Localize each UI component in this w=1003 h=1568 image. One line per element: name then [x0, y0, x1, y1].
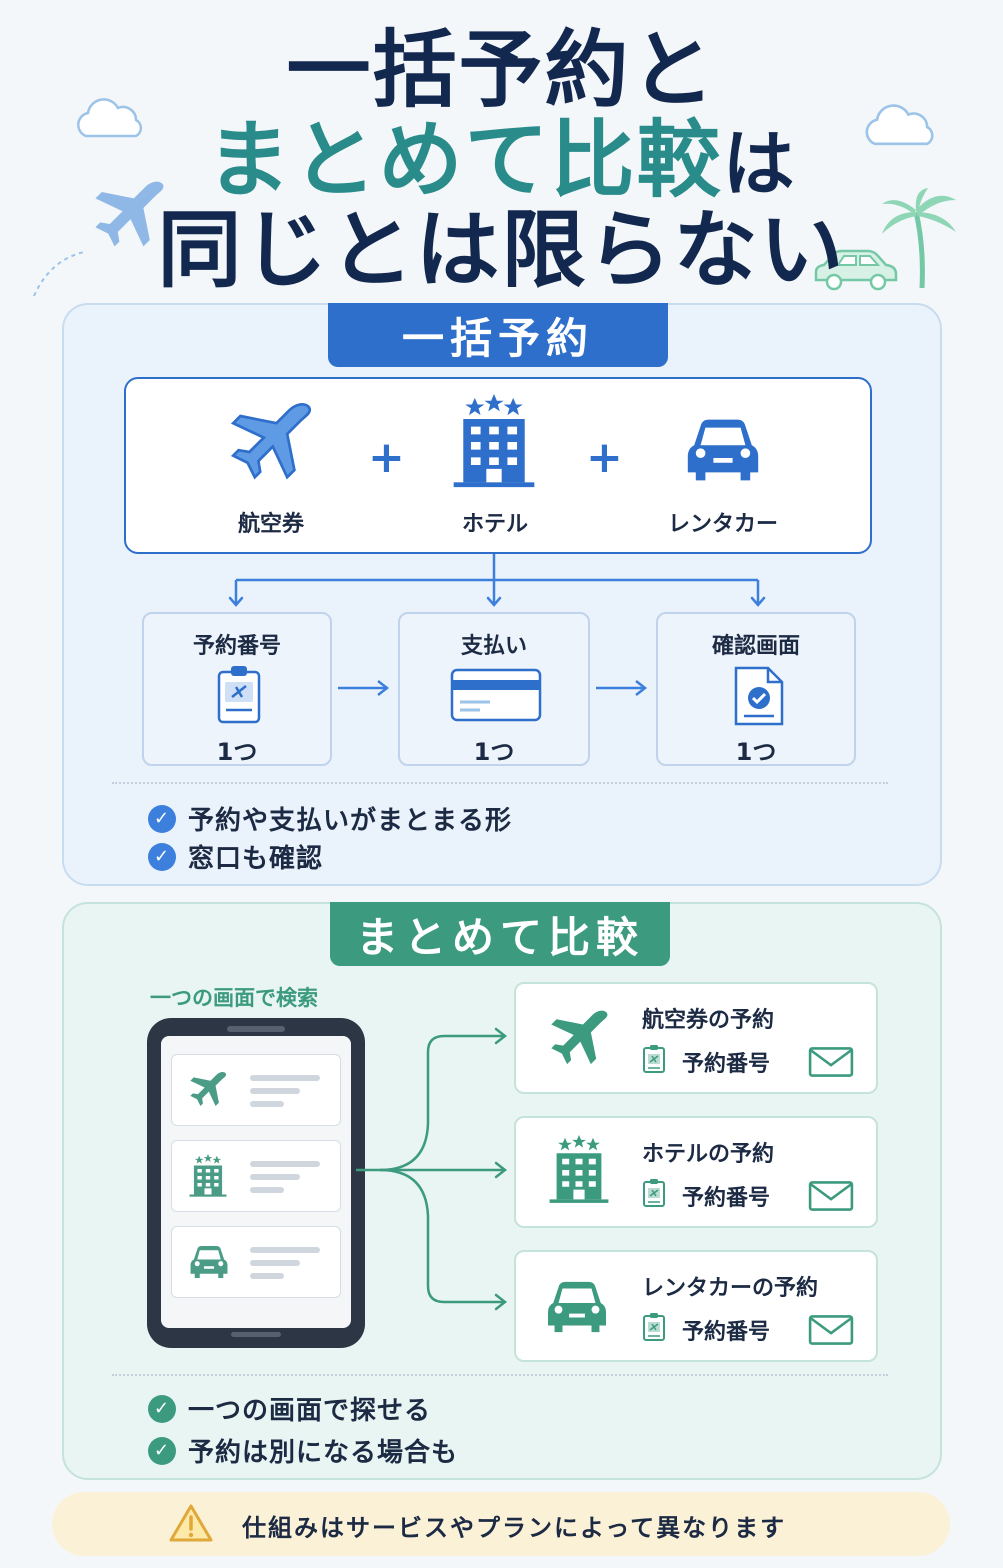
page-title-line-2: まとめて比較は — [0, 118, 1003, 202]
ticket-icon — [642, 1178, 666, 1208]
phone-list-item — [171, 1226, 341, 1298]
result-title: 航空券の予約 — [642, 1008, 775, 1033]
cloud-icon — [865, 104, 934, 146]
bulk-booking-heading: 一括予約 — [328, 303, 668, 367]
step-payment: 支払い 1つ — [398, 612, 590, 766]
compare-check-item: ✓ 予約は別になる場合も — [148, 1432, 458, 1469]
ticket-icon — [642, 1044, 666, 1074]
ticket-icon — [217, 666, 261, 724]
result-hotel-booking: ホテルの予約 予約番号 — [514, 1116, 878, 1228]
phone-list-item — [171, 1140, 341, 1212]
step-count: 1つ — [473, 738, 515, 766]
bulk-check-item: ✓ 予約や支払いがまとまる形 — [148, 800, 512, 837]
car-icon — [670, 410, 776, 490]
phone-screen — [161, 1036, 351, 1328]
title-highlight: まとめて比較 — [206, 111, 723, 209]
car-icon — [814, 249, 898, 291]
compare-check-item: ✓ 一つの画面で探せる — [148, 1390, 431, 1427]
warning-icon — [169, 1504, 213, 1542]
document-check-icon — [734, 666, 784, 726]
hotel-icon — [186, 1151, 230, 1201]
step-count: 1つ — [216, 738, 258, 766]
ticket-icon — [642, 1312, 666, 1342]
step-count: 1つ — [735, 738, 777, 766]
search-on-one-screen-label: 一つの画面で検索 — [150, 986, 318, 1010]
car-icon — [538, 1274, 616, 1340]
check-icon: ✓ — [148, 1436, 176, 1465]
step-booking-number: 予約番号 1つ — [142, 612, 332, 766]
page-title-line-1: 一括予約と — [286, 21, 717, 119]
result-booking-number: 予約番号 — [682, 1052, 771, 1077]
step-confirmation-screen: 確認画面 1つ — [656, 612, 856, 766]
plus-sign: + — [368, 432, 405, 483]
compare-heading: まとめて比較 — [330, 902, 670, 966]
step-title: 予約番号 — [192, 634, 281, 659]
envelope-icon — [808, 1046, 854, 1078]
cloud-icon — [77, 98, 143, 138]
result-booking-number: 予約番号 — [682, 1186, 771, 1211]
divider — [112, 782, 888, 784]
step-title: 支払い — [460, 634, 527, 659]
phone-list-item — [171, 1054, 341, 1126]
page-title-line-3: 同じとは限らない — [157, 201, 846, 299]
arrow-right-icon — [596, 680, 648, 696]
credit-card-icon — [450, 668, 542, 722]
airplane-icon — [216, 398, 326, 488]
check-icon: ✓ — [148, 804, 176, 833]
airplane-icon — [186, 1069, 230, 1111]
bulk-check-item: ✓ 窓口も確認 — [148, 838, 323, 875]
result-flight-booking: 航空券の予約 予約番号 — [514, 982, 878, 1094]
title-particle: は — [722, 122, 797, 206]
flight-path-decoration — [33, 251, 85, 297]
split-connector — [356, 1027, 508, 1311]
smartphone-illustration — [147, 1018, 365, 1348]
plus-sign: + — [586, 432, 623, 483]
car-icon — [184, 1241, 234, 1283]
result-booking-number: 予約番号 — [682, 1320, 771, 1345]
hotel-icon — [544, 1130, 614, 1210]
palm-tree-icon — [882, 188, 956, 289]
envelope-icon — [808, 1180, 854, 1212]
bulk-check-text: 窓口も確認 — [188, 844, 324, 874]
airplane-icon — [542, 1006, 616, 1072]
item-label-rental-car: レンタカー — [667, 512, 778, 537]
compare-check-text: 予約は別になる場合も — [188, 1438, 459, 1468]
compare-check-text: 一つの画面で探せる — [188, 1396, 432, 1426]
arrow-right-icon — [338, 680, 390, 696]
branch-connector — [228, 554, 766, 607]
bulk-check-text: 予約や支払いがまとまる形 — [188, 806, 513, 836]
hotel-icon — [446, 392, 542, 492]
check-icon: ✓ — [148, 842, 176, 871]
envelope-icon — [808, 1314, 854, 1346]
result-title: レンタカーの予約 — [642, 1276, 819, 1301]
item-label-hotel: ホテル — [461, 512, 528, 537]
disclaimer-text: 仕組みはサービスやプランによって異なります — [242, 1514, 787, 1542]
disclaimer-bar: 仕組みはサービスやプランによって異なります — [52, 1492, 950, 1556]
result-rental-car-booking: レンタカーの予約 予約番号 — [514, 1250, 878, 1362]
step-title: 確認画面 — [711, 634, 800, 659]
item-label-flight: 航空券 — [237, 512, 304, 537]
check-icon: ✓ — [148, 1394, 176, 1423]
divider — [112, 1374, 888, 1376]
result-title: ホテルの予約 — [642, 1142, 775, 1167]
